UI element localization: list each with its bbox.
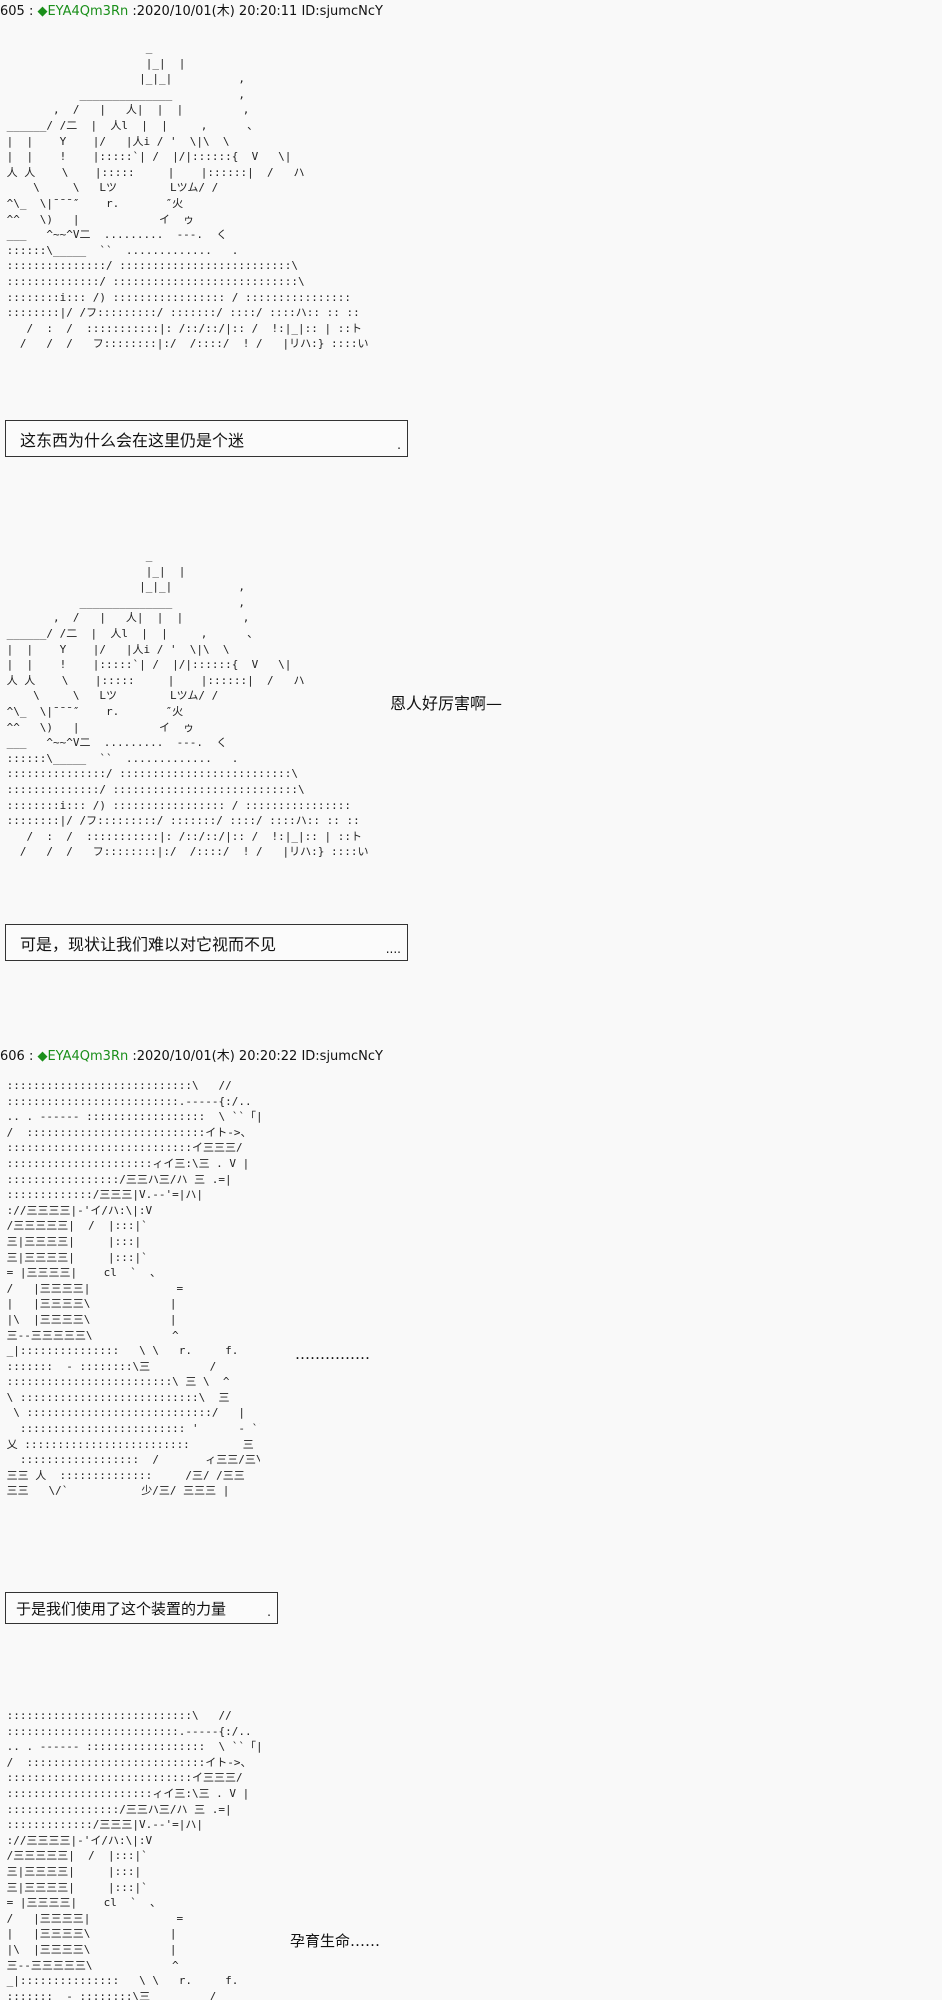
ascii-art-tent: _ |_| | |_|_| , ______________ , , / | 人…: [6, 549, 369, 859]
caption-text: 可是，现状让我们难以对它视而不见: [20, 934, 277, 954]
caption-box: 可是，现状让我们难以对它视而不见 ....: [5, 924, 408, 961]
speech-text: 孕育生命……: [290, 1932, 381, 1950]
post-meta: :2020/10/01(木) 20:20:22 ID:sjumcNcY: [128, 1049, 383, 1064]
speech-text: ……………: [295, 1345, 370, 1363]
speech-text: 恩人好厉害啊—: [390, 694, 503, 713]
trip-code[interactable]: EYA4Qm3Rn: [47, 4, 129, 19]
caption-dots: .: [397, 438, 401, 452]
post-header-605: 605 : ◆EYA4Qm3Rn :2020/10/01(木) 20:20:11…: [0, 0, 383, 19]
post-number: 605 :: [0, 4, 34, 19]
ascii-art-figure: ::::::::::::::::::::::::::::\ // :::::::…: [6, 1709, 260, 2000]
caption-dots: ....: [385, 942, 401, 956]
caption-text: 这东西为什么会在这里仍是个迷: [20, 430, 245, 450]
ascii-art-tent: _ |_| | |_|_| , ______________ , , / | 人…: [6, 41, 369, 351]
ascii-art-figure: ::::::::::::::::::::::::::::\ // :::::::…: [6, 1079, 260, 1498]
post-meta: :2020/10/01(木) 20:20:11 ID:sjumcNcY: [128, 4, 383, 19]
caption-box: 这东西为什么会在这里仍是个迷 .: [5, 420, 408, 457]
trip-code[interactable]: EYA4Qm3Rn: [47, 1049, 129, 1064]
trip-diamond-icon: ◆: [37, 1049, 48, 1064]
caption-text: 于是我们使用了这个装置的力量: [16, 1599, 227, 1618]
caption-box: 于是我们使用了这个装置的力量 .: [5, 1592, 278, 1624]
post-header-606: 606 : ◆EYA4Qm3Rn :2020/10/01(木) 20:20:22…: [0, 1045, 383, 1064]
caption-dots: .: [267, 1605, 271, 1619]
trip-diamond-icon: ◆: [37, 4, 48, 19]
post-number: 606 :: [0, 1049, 34, 1064]
